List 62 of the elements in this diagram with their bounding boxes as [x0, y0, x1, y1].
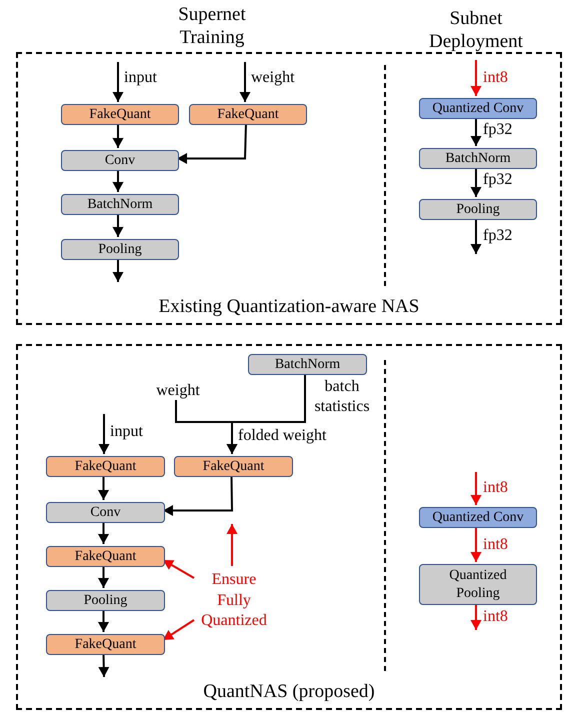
process-box: Quantized Conv [419, 507, 537, 528]
column-heading: Subnet Deployment [428, 8, 524, 54]
edge-label: input [124, 68, 157, 88]
process-box: Conv [46, 502, 165, 523]
edge-label: fp32 [483, 120, 512, 140]
arrow [162, 559, 194, 579]
arrow [98, 652, 110, 678]
panel-caption: QuantNAS (proposed) [202, 680, 376, 704]
process-box: FakeQuant [174, 456, 293, 477]
arrow [98, 565, 109, 588]
process-box: Pooling [46, 590, 165, 611]
edge-label: folded weight [238, 426, 326, 446]
process-box: BatchNorm [419, 148, 537, 169]
arrow [470, 472, 482, 505]
edge-label: weight [251, 68, 295, 88]
arrow [112, 169, 124, 192]
process-box: FakeQuant [46, 634, 165, 655]
process-box: Quantized Pooling [419, 564, 537, 605]
process-box: Pooling [61, 239, 179, 260]
process-box: BatchNorm [61, 194, 179, 215]
arrow [470, 526, 482, 562]
arrow [470, 60, 482, 96]
arrow [112, 62, 124, 102]
arrow [470, 603, 482, 630]
arrow [226, 373, 306, 454]
edge-label: fp32 [483, 226, 512, 246]
edge-label: int8 [483, 535, 508, 555]
arrow [163, 474, 234, 516]
arrow [98, 475, 109, 500]
arrow [470, 218, 482, 254]
arrow [112, 213, 124, 237]
arrow [112, 123, 124, 148]
process-box: FakeQuant [46, 456, 165, 477]
arrow [240, 62, 250, 102]
arrow [98, 414, 110, 454]
edge-label: batch statistics [313, 377, 371, 417]
process-box: Pooling [419, 199, 537, 220]
process-box: Quantized Conv [419, 98, 537, 119]
edge-label: input [110, 422, 143, 442]
dashed-panel [16, 344, 562, 710]
panel-caption: Existing Quantization-aware NAS [158, 294, 420, 318]
process-box: FakeQuant [46, 546, 165, 567]
arrow [470, 117, 482, 146]
annotation-text: Ensure Fully Quantized [196, 568, 272, 634]
process-box: FakeQuant [189, 104, 307, 125]
arrow [470, 167, 482, 197]
edge-label: int8 [483, 607, 508, 627]
arrow [112, 258, 124, 282]
edge-label: int8 [483, 68, 508, 88]
flow-label: weight [150, 380, 206, 402]
edge-label: int8 [483, 478, 508, 498]
arrow [162, 619, 195, 641]
column-heading: Supernet Training [177, 4, 247, 50]
process-box: Conv [61, 150, 179, 171]
arrow [226, 524, 238, 566]
process-box: FakeQuant [61, 104, 179, 125]
edge-label: fp32 [483, 170, 512, 190]
arrow [98, 609, 109, 632]
dashed-panel [16, 52, 562, 325]
arrow [177, 122, 247, 164]
process-box: BatchNorm [248, 354, 367, 375]
arrow [98, 521, 109, 544]
